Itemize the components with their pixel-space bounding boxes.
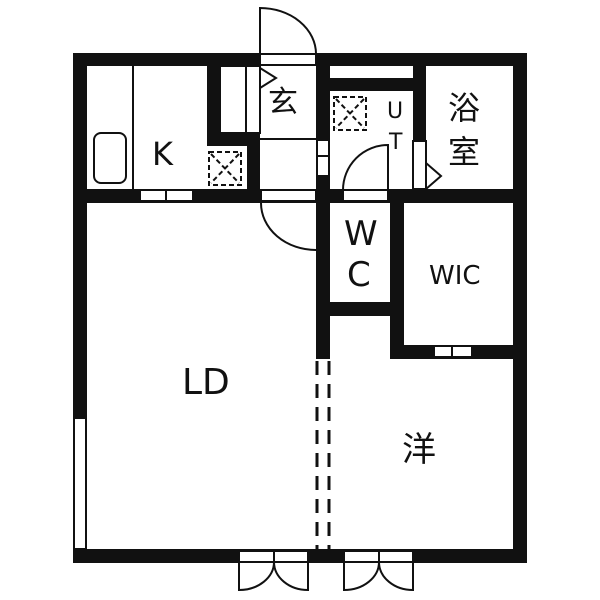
room-label-bath-2: 室 bbox=[448, 133, 481, 171]
room-label-living-dining: LD bbox=[182, 362, 230, 403]
room-label-entrance: 玄 bbox=[268, 85, 298, 120]
room-label-toilet-c: C bbox=[347, 255, 371, 295]
room-label-bath-1: 浴 bbox=[448, 89, 481, 127]
room-label-utility-u: U bbox=[387, 99, 404, 124]
room-label-western-room: 洋 bbox=[402, 430, 436, 470]
room-label-toilet-w: W bbox=[344, 214, 378, 254]
room-label-kitchen: K bbox=[152, 135, 173, 173]
room-label-closet: WIC bbox=[429, 261, 481, 291]
room-label-utility-t: T bbox=[389, 130, 403, 155]
